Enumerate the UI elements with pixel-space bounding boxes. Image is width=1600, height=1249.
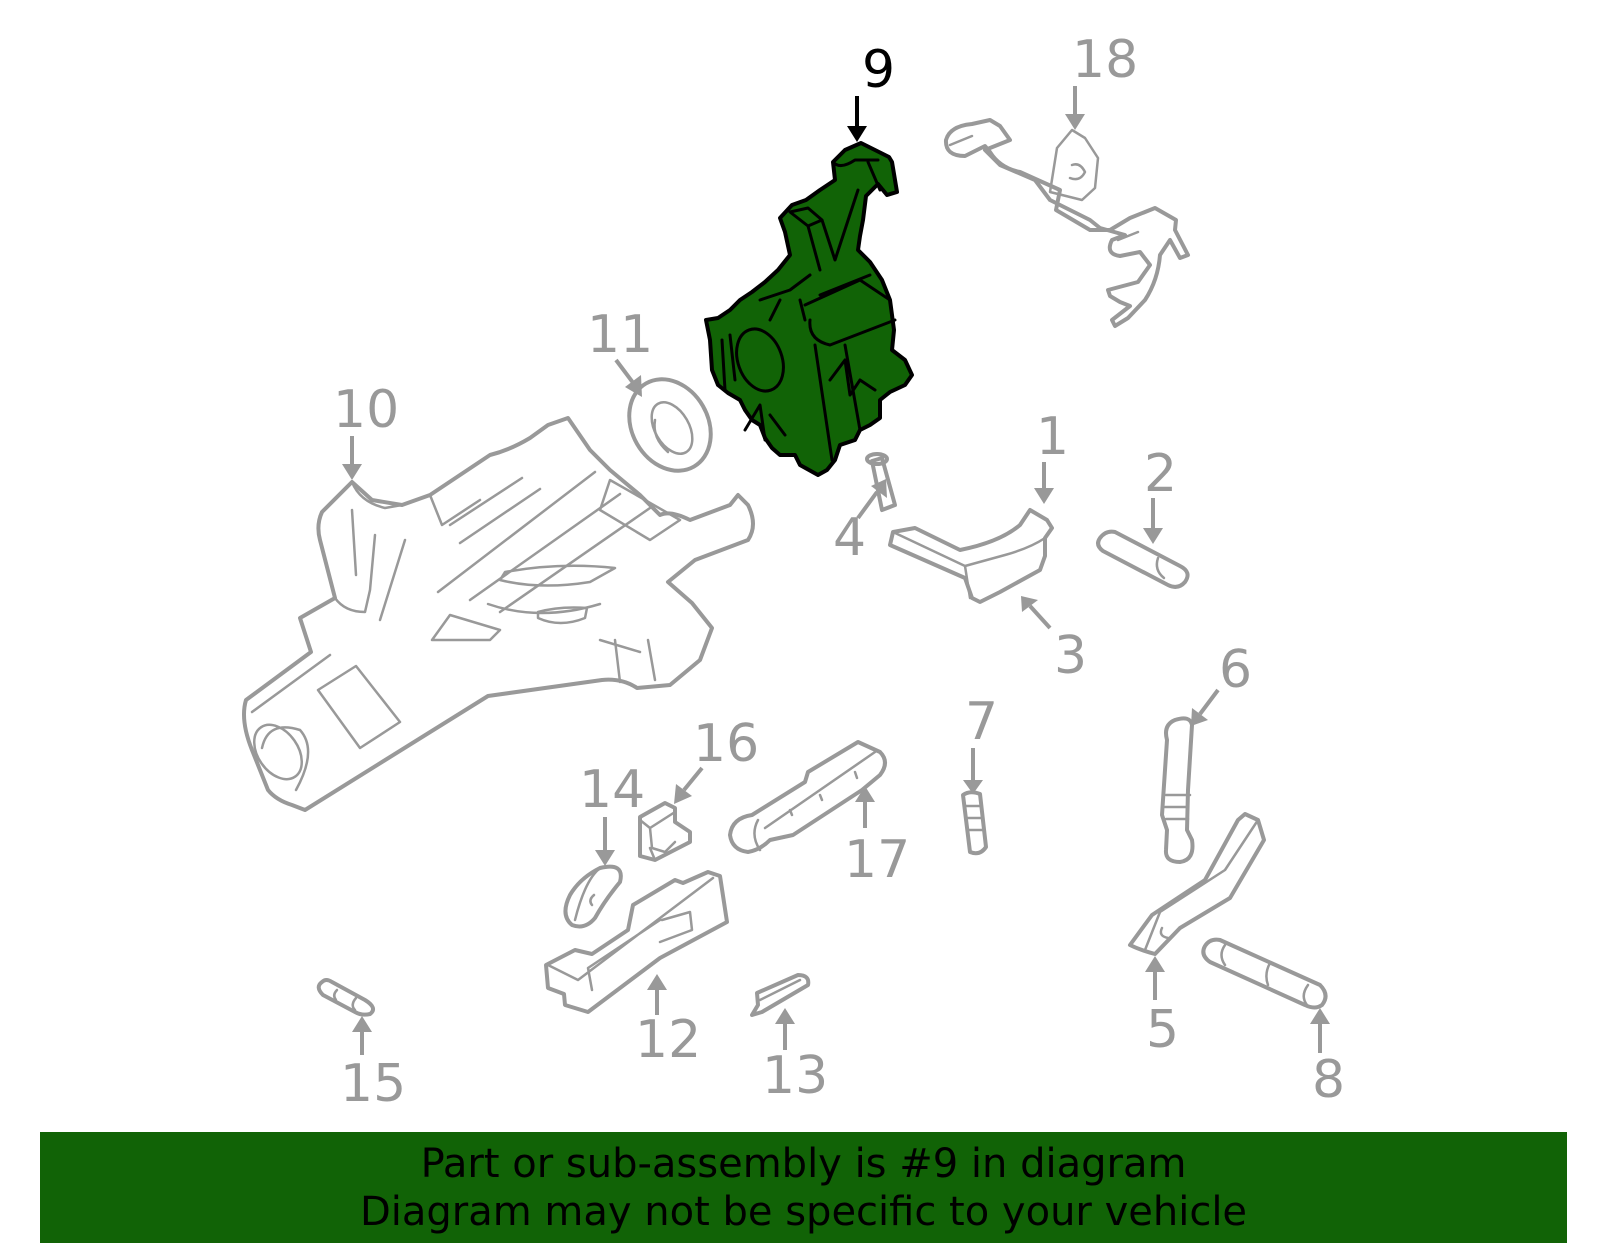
- part-16-block[interactable]: [638, 801, 692, 862]
- part-9-highlighted[interactable]: [704, 141, 914, 477]
- part-5-bracket[interactable]: [1128, 812, 1266, 956]
- callout-18[interactable]: 18: [1072, 30, 1139, 90]
- callout-2[interactable]: 2: [1144, 444, 1178, 504]
- callout-11[interactable]: 11: [587, 305, 654, 365]
- callout-5[interactable]: 5: [1146, 1000, 1180, 1060]
- part-13-clip[interactable]: [750, 973, 811, 1017]
- info-banner: Part or sub-assembly is #9 in diagram Di…: [40, 1132, 1567, 1243]
- callout-12[interactable]: 12: [635, 1010, 702, 1070]
- part-7-pin[interactable]: [961, 790, 988, 856]
- callout-16[interactable]: 16: [693, 714, 760, 774]
- callout-13[interactable]: 13: [762, 1046, 829, 1106]
- callout-8[interactable]: 8: [1312, 1050, 1346, 1110]
- part-14-cam[interactable]: [563, 864, 623, 929]
- part-4-pin[interactable]: [865, 452, 897, 512]
- part-6-rod[interactable]: [1160, 716, 1195, 864]
- banner-line-2: Diagram may not be specific to your vehi…: [359, 1188, 1248, 1235]
- callout-14[interactable]: 14: [579, 760, 646, 820]
- part-18-bracket[interactable]: [943, 118, 1190, 328]
- part-15-pin[interactable]: [316, 978, 376, 1017]
- part-8-pin[interactable]: [1201, 937, 1328, 1010]
- part-10-column-housing[interactable]: [242, 416, 755, 812]
- callout-6[interactable]: 6: [1219, 640, 1253, 700]
- part-3-lever[interactable]: [888, 508, 1054, 604]
- callout-10[interactable]: 10: [333, 380, 400, 440]
- callout-arrow-9: [847, 96, 867, 142]
- callout-9[interactable]: 9: [862, 40, 896, 100]
- callout-15[interactable]: 15: [340, 1054, 407, 1114]
- callout-7[interactable]: 7: [965, 692, 999, 752]
- callout-1[interactable]: 1: [1036, 407, 1070, 467]
- callout-arrows: [342, 86, 1330, 1055]
- callout-17[interactable]: 17: [844, 830, 911, 890]
- part-17-actuator[interactable]: [728, 740, 887, 854]
- part-11-bearing[interactable]: [613, 364, 727, 485]
- part-12-bracket[interactable]: [544, 870, 729, 1014]
- callout-4[interactable]: 4: [833, 508, 867, 568]
- banner-line-1: Part or sub-assembly is #9 in diagram: [420, 1140, 1187, 1187]
- callout-3[interactable]: 3: [1054, 626, 1088, 686]
- part-2-pin[interactable]: [1096, 529, 1190, 589]
